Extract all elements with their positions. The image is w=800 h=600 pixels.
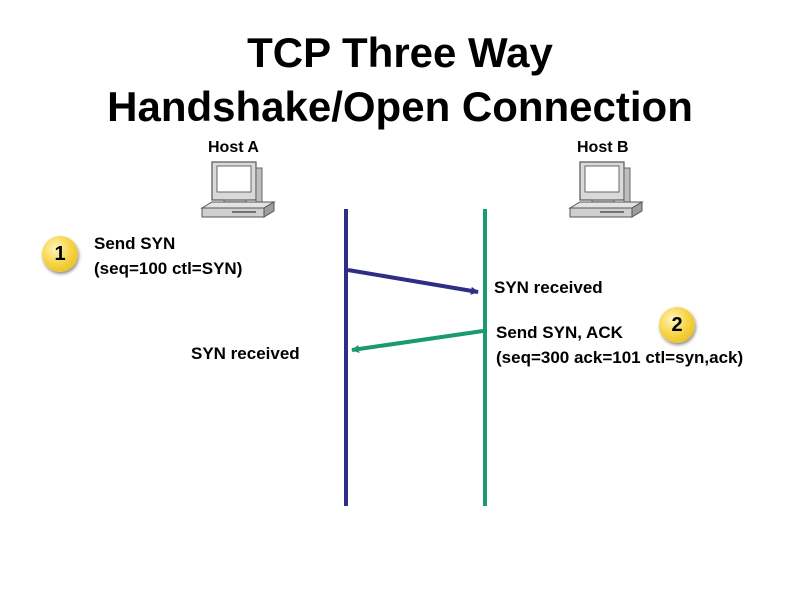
step-2-badge: 2	[659, 307, 695, 343]
step-1-badge: 1	[42, 236, 78, 272]
step-2-detail: (seq=300 ack=101 ctl=syn,ack)	[496, 347, 743, 369]
syn-ack-arrow	[352, 331, 483, 350]
step-2-action: Send SYN, ACK	[496, 322, 623, 344]
step-1-detail: (seq=100 ctl=SYN)	[94, 258, 242, 280]
syn-arrow	[348, 270, 478, 292]
step-1-action: Send SYN	[94, 233, 175, 255]
host-a-syn-received: SYN received	[191, 343, 300, 365]
host-b-syn-received: SYN received	[494, 277, 603, 299]
